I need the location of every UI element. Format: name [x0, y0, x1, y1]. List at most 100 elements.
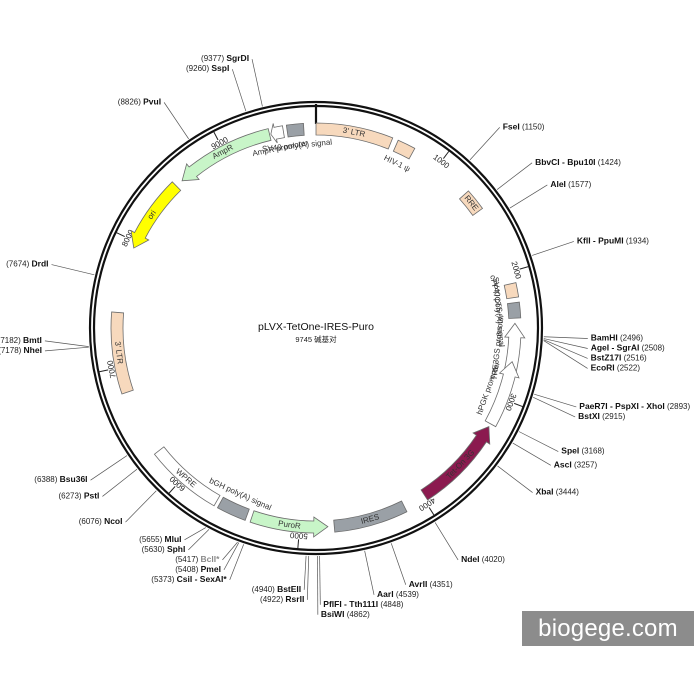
site-leader: [319, 555, 321, 605]
site-label: (4940) BstEII: [252, 584, 301, 594]
feature-ires: IRES: [333, 500, 408, 533]
site-label: (5373) CsiI - SexAI*: [151, 574, 227, 584]
site-leader: [364, 550, 375, 595]
site-kfli-ppumi: KflI - PpuMI (1934): [532, 236, 649, 256]
site-bbvci-bpu10i: BbvCI - Bpu10I (1424): [496, 157, 621, 190]
site-aari: AarI (4539): [364, 550, 419, 599]
site-name: AvrII: [409, 579, 428, 589]
site-leader: [496, 162, 533, 190]
site-position: (4351): [430, 580, 453, 589]
site-name: SspI: [211, 63, 229, 73]
site-name: Bsu36I: [60, 474, 88, 484]
site-name: BsiWI: [321, 609, 345, 619]
site-name: CsiI - SexAI*: [177, 574, 228, 584]
feature-shape: [420, 425, 491, 501]
site-pvui: (8826) PvuI: [118, 97, 189, 140]
site-bsu36i: (6388) Bsu36I: [34, 455, 128, 484]
site-position: (6273): [58, 492, 81, 501]
site-position: (7178): [0, 346, 22, 355]
site-leader: [543, 340, 588, 369]
site-position: (5655): [139, 535, 162, 544]
site-label: (7674) DrdI: [6, 259, 48, 269]
site-name: BbvCI - Bpu10I: [535, 157, 595, 167]
site-leader: [306, 555, 310, 600]
site-leader: [390, 543, 407, 585]
site-pmei: (5408) PmeI: [175, 542, 240, 574]
feature-shape: [503, 282, 520, 300]
site-label: BstZ17I (2516): [591, 353, 647, 363]
site-label: (6076) NcoI: [79, 516, 123, 526]
site-name: PstI: [84, 491, 100, 501]
site-position: (3168): [581, 447, 604, 456]
feature-shape: [285, 122, 305, 138]
site-label: XbaI (3444): [536, 487, 580, 497]
site-leader: [497, 465, 533, 493]
site-leader: [51, 264, 95, 276]
site-name: AarI: [377, 589, 394, 599]
site-name: FseI: [503, 122, 520, 132]
site-label: (6388) Bsu36I: [34, 474, 87, 484]
site-position: (2496): [620, 334, 643, 343]
site-bcli: (5417) BclI*: [175, 541, 238, 564]
site-leader: [518, 431, 559, 452]
site-label: (6273) PstI: [58, 491, 99, 501]
site-name: AleI: [550, 179, 566, 189]
site-label: NdeI (4020): [461, 554, 505, 564]
site-position: (2915): [602, 412, 625, 421]
site-label: KflI - PpuMI (1934): [577, 236, 649, 246]
site-name: BstEII: [277, 584, 301, 594]
site-position: (4940): [252, 585, 275, 594]
backbone-outer-ring: [88, 100, 544, 556]
site-label: AarI (4539): [377, 589, 419, 599]
site-position: (6076): [79, 517, 102, 526]
feature-shape: [249, 510, 329, 538]
scale-tick-label: 1000: [431, 153, 451, 171]
site-leader: [532, 241, 574, 256]
site-position: (5373): [151, 575, 174, 584]
site-leader: [543, 339, 588, 359]
site-position: (5630): [142, 545, 165, 554]
site-leader: [125, 490, 157, 523]
site-label: SpeI (3168): [561, 446, 605, 456]
site-position: (4020): [482, 555, 505, 564]
site-leader: [188, 529, 210, 551]
site-position: (7182): [0, 336, 21, 345]
site-name: EcoRI: [591, 363, 615, 373]
feature-shape: [153, 446, 221, 507]
site-label: AscI (3257): [554, 460, 598, 470]
site-name: SgrDI: [226, 53, 249, 63]
feature-label: 3' LTR: [113, 341, 125, 365]
site-alei: AleI (1577): [509, 179, 592, 209]
feature-puror: PuroR: [249, 510, 329, 538]
site-name: SphI: [167, 544, 185, 554]
feature-shape: [270, 123, 285, 144]
site-label: (9260) SspI: [186, 63, 229, 73]
site-leader: [222, 541, 238, 561]
feature-shape: [216, 496, 250, 521]
site-paer7i-pspxi-xhoi: PaeR7I - PspXI - XhoI (2893): [534, 393, 690, 411]
plasmid-length: 9745 碱基对: [295, 334, 337, 344]
site-leader: [102, 468, 138, 497]
site-psti: (6273) PstI: [58, 468, 138, 501]
plasmid-name: pLVX-TetOne-IRES-Puro: [258, 321, 374, 333]
site-xbai: XbaI (3444): [497, 465, 580, 497]
site-bmti: (7182) BmtI: [0, 335, 89, 347]
site-label: (5417) BclI*: [175, 554, 220, 564]
scale-tick: [213, 131, 219, 141]
site-name: RsrII: [285, 594, 304, 604]
site-label: BstXI (2915): [578, 411, 625, 421]
site-leader: [543, 336, 588, 339]
site-leader: [303, 555, 307, 590]
site-leader: [223, 542, 240, 571]
site-name: NcoI: [104, 516, 122, 526]
site-name: AscI: [554, 460, 572, 470]
site-mlui: (5655) MluI: [139, 527, 206, 544]
site-label: BsiWI (4862): [321, 609, 370, 619]
site-position: (4862): [347, 610, 370, 619]
scale-tick: [513, 402, 523, 408]
feature-tet-on-3g: Tet-On 3G: [420, 425, 491, 501]
feature-shape: [484, 361, 520, 428]
site-sphi: (5630) SphI: [142, 529, 210, 554]
scale-tick: [99, 369, 109, 373]
site-position: (4848): [380, 600, 403, 609]
